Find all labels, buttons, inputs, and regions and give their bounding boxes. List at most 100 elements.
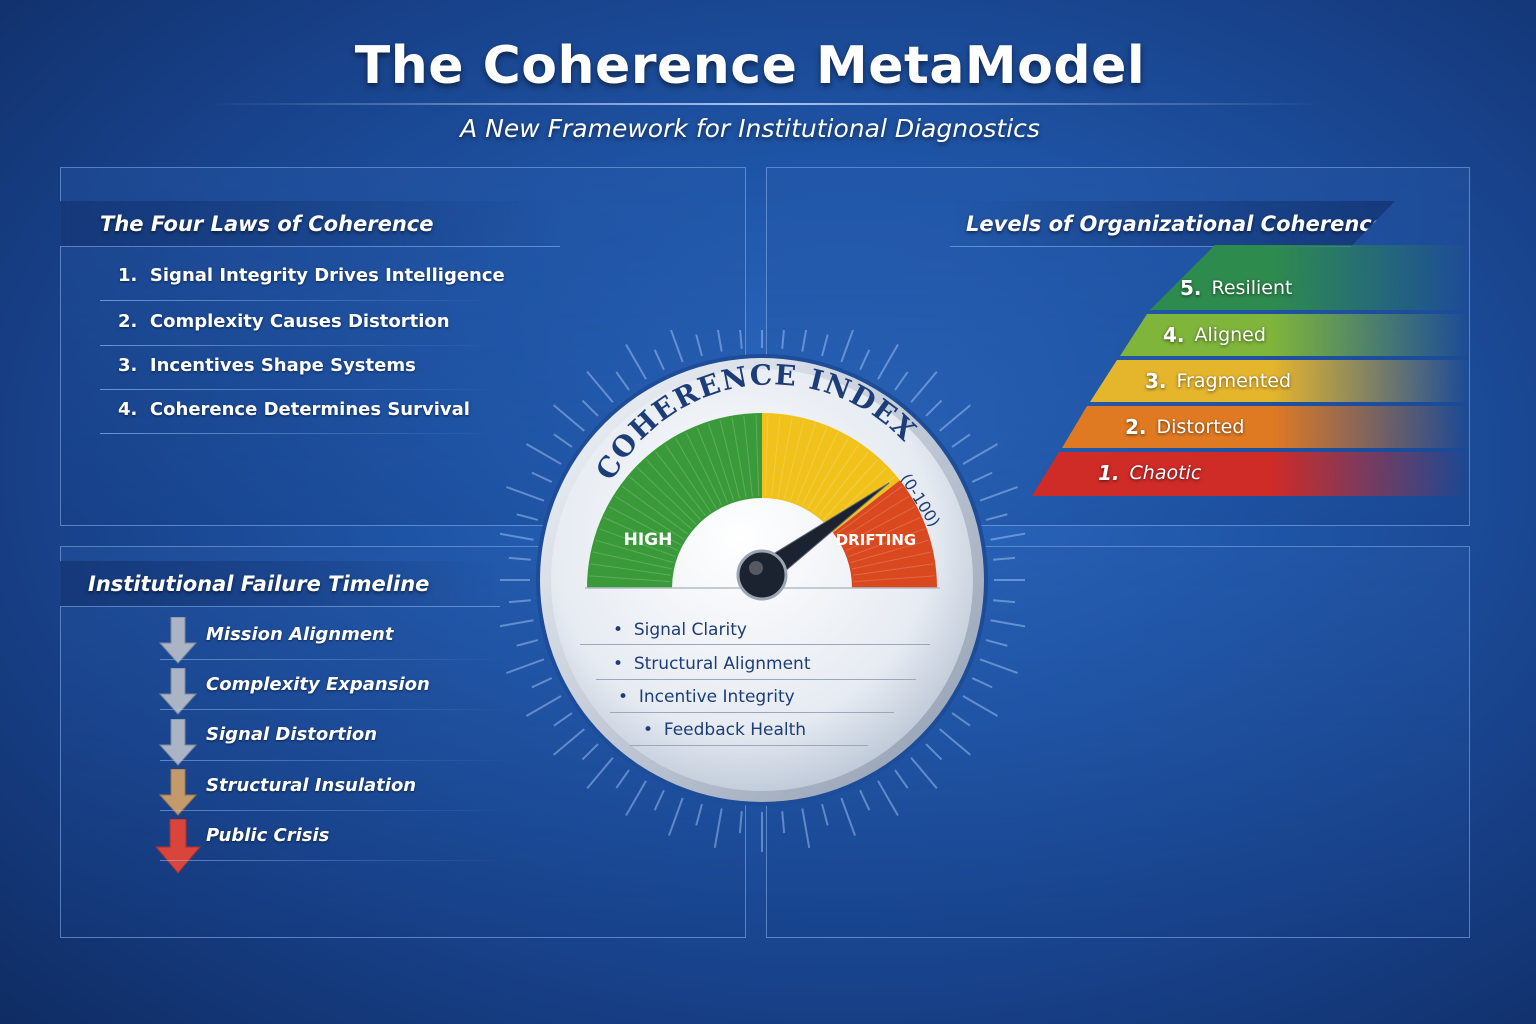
gauge-tick xyxy=(836,485,903,535)
gauge-tick xyxy=(848,528,925,558)
down-arrow-icon xyxy=(158,617,198,664)
dial-ray xyxy=(531,677,553,689)
dial-ray xyxy=(971,471,993,483)
level-band-resilient xyxy=(1150,245,1470,310)
gauge-tick xyxy=(589,575,671,583)
gauge-tick xyxy=(853,575,935,583)
gauge-tick xyxy=(719,420,741,499)
gauge-tick xyxy=(615,495,685,540)
levels-pyramid xyxy=(1032,245,1470,496)
gauge-tick xyxy=(637,467,697,525)
gauge-tick xyxy=(599,528,676,558)
dial-ray xyxy=(739,330,743,349)
dial-ray xyxy=(840,330,855,363)
dial-ray xyxy=(553,712,573,727)
timeline-divider xyxy=(160,810,510,811)
metric-text: Signal Clarity xyxy=(633,620,747,640)
law-text: Complexity Causes Distortion xyxy=(149,311,450,332)
dial-ray xyxy=(979,486,1018,502)
timeline-step: Mission Alignment xyxy=(206,624,394,645)
gauge-tick xyxy=(708,423,735,501)
dial-ray xyxy=(859,789,871,811)
dial-ray xyxy=(586,370,614,403)
law-number: 2. xyxy=(118,311,138,332)
level-number: 1. xyxy=(1098,460,1120,485)
dial-ray xyxy=(781,330,785,349)
dial-ray xyxy=(525,443,562,465)
needle-hub xyxy=(736,549,788,601)
level-fragmented: 3.Fragmented xyxy=(1145,358,1291,403)
level-text: Distorted xyxy=(1156,415,1245,438)
gauge-tick xyxy=(839,495,909,540)
gauge-tick xyxy=(853,563,934,576)
gauge-tick xyxy=(823,459,879,520)
dial-ray xyxy=(910,370,938,403)
dial-ray xyxy=(821,334,829,357)
coherence-index-dial: COHERENCE INDEX (0-100) HIGH DRIFTING xyxy=(500,330,1025,852)
dial-ray xyxy=(894,769,909,789)
level-band-chaotic xyxy=(1032,452,1470,496)
dial-ray xyxy=(516,639,539,647)
law-divider xyxy=(100,345,500,346)
dial-ray xyxy=(877,780,899,817)
gauge-tick xyxy=(771,415,781,497)
gauge-tick xyxy=(603,517,679,552)
dial-ray xyxy=(525,695,562,717)
gauge-tick xyxy=(842,506,915,546)
gauge-tick xyxy=(743,415,753,497)
law-divider xyxy=(100,389,500,390)
gauge-segment-drifting xyxy=(832,480,937,588)
down-arrow-icon xyxy=(155,819,202,874)
metric-divider xyxy=(610,712,894,713)
dial-ray xyxy=(962,695,999,717)
dial-ray xyxy=(990,532,1025,541)
level-number: 2. xyxy=(1125,414,1147,439)
dial-ray xyxy=(500,619,534,628)
dial-ray xyxy=(695,334,703,357)
down-arrow-icon xyxy=(158,719,198,766)
laws-heading: The Four Laws of Coherence xyxy=(60,201,560,247)
level-text: Aligned xyxy=(1194,323,1266,346)
level-chaotic: 1.Chaotic xyxy=(1098,450,1201,495)
gauge-tick xyxy=(789,423,816,501)
timeline-step: Public Crisis xyxy=(206,825,330,846)
dial-ray xyxy=(993,556,1016,561)
law-number: 1. xyxy=(118,265,138,286)
dial-metric: • Structural Alignment xyxy=(613,654,811,674)
law-text: Signal Integrity Drives Intelligence xyxy=(149,265,505,286)
gauge-tick xyxy=(609,506,682,546)
dial-ray xyxy=(894,371,909,391)
gauge-tick xyxy=(807,437,849,509)
gauge-tick xyxy=(645,459,701,520)
gauge-tick xyxy=(818,451,869,516)
dial-ray xyxy=(506,658,545,674)
dial-ray xyxy=(939,404,972,432)
gauge-tick xyxy=(777,417,793,498)
laws-heading-text: The Four Laws of Coherence xyxy=(100,211,434,236)
gauge-tick xyxy=(592,551,673,570)
dial-ray xyxy=(615,371,630,391)
page-title: The Coherence MetaModel xyxy=(354,36,1146,96)
timeline-divider xyxy=(160,760,510,761)
gauge-tick xyxy=(783,420,805,499)
metric-text: Incentive Integrity xyxy=(638,687,795,707)
dial-ray xyxy=(625,780,647,817)
law-item: 1. Signal Integrity Drives Intelligence xyxy=(118,265,505,286)
dial-ray xyxy=(993,599,1016,604)
dial-ray xyxy=(669,330,684,363)
dial-metric: • Feedback Health xyxy=(643,720,807,740)
level-number: 3. xyxy=(1145,368,1167,393)
dial-ray xyxy=(985,513,1008,521)
dial-ray xyxy=(552,728,585,756)
level-band-fragmented xyxy=(1090,360,1470,402)
dial-ray xyxy=(553,433,573,448)
law-item: 4. Coherence Determines Survival xyxy=(118,399,470,420)
level-band-distorted xyxy=(1062,406,1470,448)
law-item: 2. Complexity Causes Distortion xyxy=(118,311,450,332)
level-number: 5. xyxy=(1180,275,1202,300)
levels-heading: Levels of Organizational Coherence xyxy=(950,201,1395,247)
metric-divider xyxy=(630,745,868,746)
law-divider xyxy=(100,300,500,301)
dial-ray xyxy=(801,330,808,352)
level-resilient: 5.Resilient xyxy=(1180,265,1292,310)
